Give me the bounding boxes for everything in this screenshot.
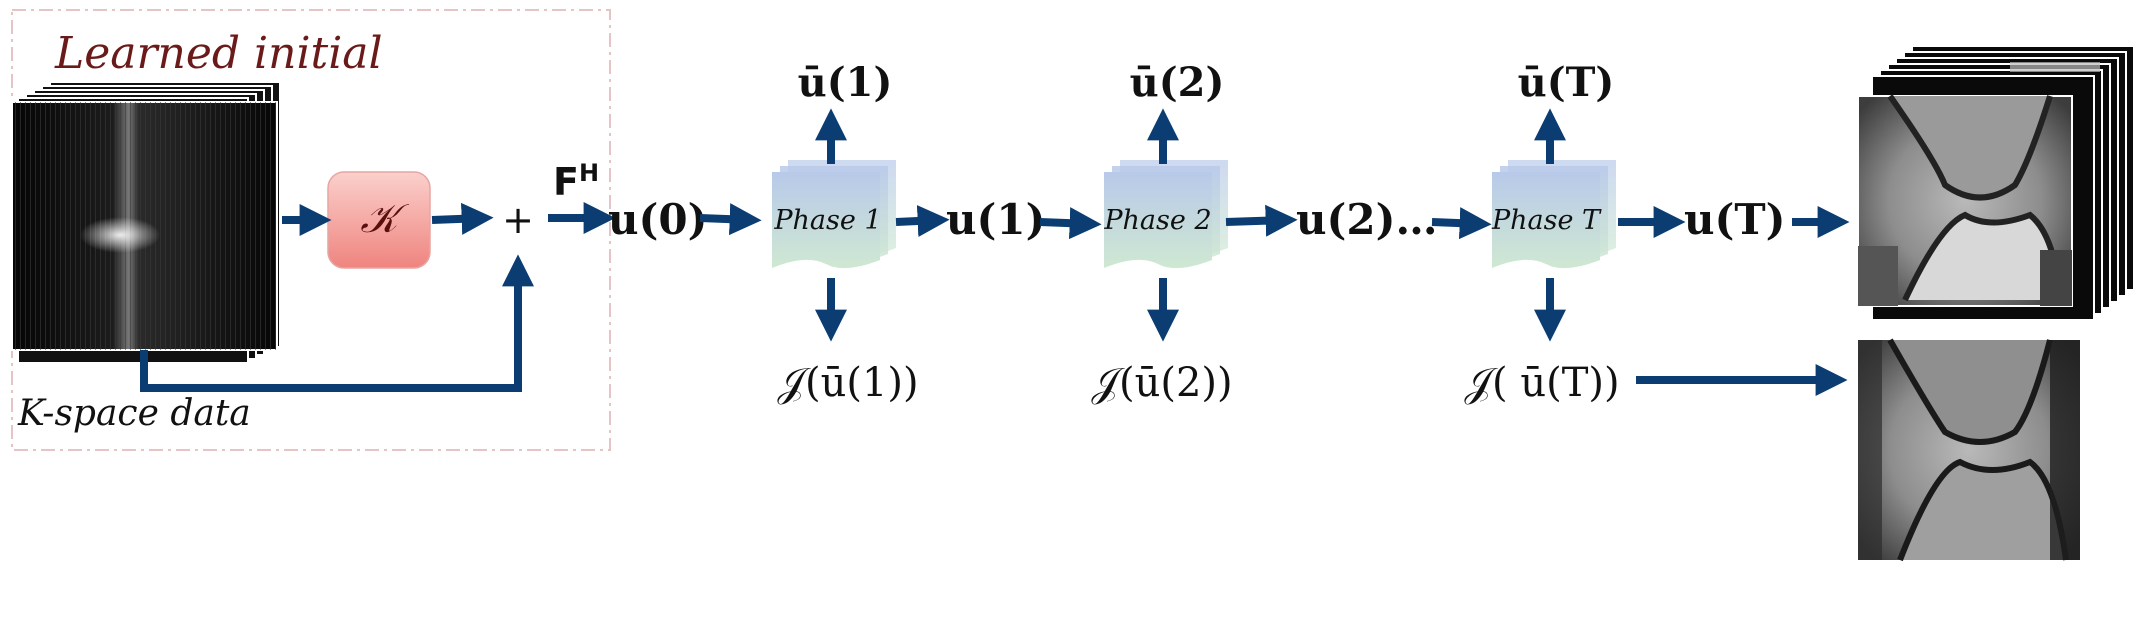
arrow-u2-to-phaseT [1431, 207, 1492, 240]
phase-block-1: Phase 1 [772, 160, 896, 269]
phase-1-output: ū(1) [798, 59, 893, 106]
phase-2-output: ū(2) [1130, 59, 1225, 106]
final-reconstruction-image [1858, 338, 2080, 562]
state-uT: u(T) [1684, 195, 1786, 244]
arrow-u1-to-phase2 [1039, 207, 1102, 240]
phase-label: Phase 2 [1103, 205, 1211, 236]
state-u2: u(2)… [1296, 195, 1438, 244]
arrow-u0-to-phase1 [699, 203, 762, 236]
arrow-phase1-to-u1 [895, 205, 950, 238]
phase-label: Phase 1 [773, 205, 881, 236]
initial-block-title: Learned initial [54, 28, 383, 79]
inverse-fourier-symbol: FH [553, 159, 599, 204]
reconstruction-stack [1857, 45, 2135, 321]
sum-symbol: + [502, 198, 534, 242]
kspace-label: K-space data [17, 393, 251, 434]
arrow-kspace-skip [140, 254, 534, 392]
phase-2-cost: 𝒥(ū(2)) [1091, 360, 1232, 406]
phase-block-2: Phase 2 [1103, 160, 1228, 269]
phase-T-cost: 𝒥( ū(T)) [1464, 360, 1619, 406]
phase-block-T: Phase T [1491, 160, 1616, 269]
state-u1: u(1) [946, 195, 1046, 244]
phase-T-output: ū(T) [1518, 59, 1615, 106]
arrow-phase2-to-u2 [1225, 204, 1298, 237]
phase-label: Phase T [1491, 205, 1602, 236]
arrow-k-to-sum [431, 202, 494, 235]
kspace-stack [11, 81, 281, 364]
phase-1-cost: 𝒥(ū(1)) [777, 360, 918, 406]
state-u0: u(0) [608, 195, 708, 244]
